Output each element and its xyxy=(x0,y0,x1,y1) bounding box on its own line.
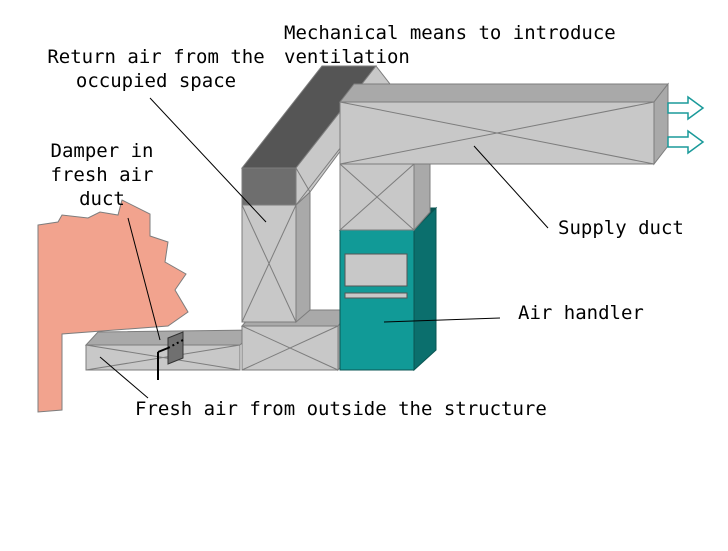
supply-duct-cross xyxy=(339,101,655,165)
fresh-air-leader xyxy=(99,356,149,399)
supply-outlet-arrow-icon xyxy=(667,129,705,155)
exterior-wall xyxy=(37,199,189,413)
air-handler-panel xyxy=(344,253,408,287)
air-handler-leader xyxy=(383,317,501,323)
supply-riser-cross xyxy=(339,163,415,231)
damper-handle xyxy=(157,347,169,353)
supply-duct-label: Supply duct xyxy=(558,217,684,239)
return-air-label: Return air from the occupied space xyxy=(47,46,265,92)
fresh-air-label: Fresh air from outside the structure xyxy=(135,398,547,420)
damper-leader xyxy=(127,217,161,341)
return-stack-cross xyxy=(241,204,297,323)
supply-outlet-arrow-icon xyxy=(667,95,705,121)
damper-label: Damper in fresh air duct xyxy=(50,140,154,210)
mechanical-ventilation-label: Mechanical means to introduce ventilatio… xyxy=(284,22,616,68)
return-stack-side xyxy=(295,190,311,324)
air-handler-front xyxy=(339,229,415,371)
supply-duct-top xyxy=(338,83,670,103)
damper-blade xyxy=(167,331,184,365)
mixing-box-cross xyxy=(241,325,339,371)
return-air-leader xyxy=(149,97,267,223)
fresh-air-duct-cross xyxy=(85,344,241,371)
return-stack-top xyxy=(241,167,297,206)
supply-duct-leader xyxy=(473,145,549,229)
air-handler-slot xyxy=(344,292,408,299)
air-handler-side xyxy=(413,206,437,372)
air-handler-label: Air handler xyxy=(518,302,644,324)
